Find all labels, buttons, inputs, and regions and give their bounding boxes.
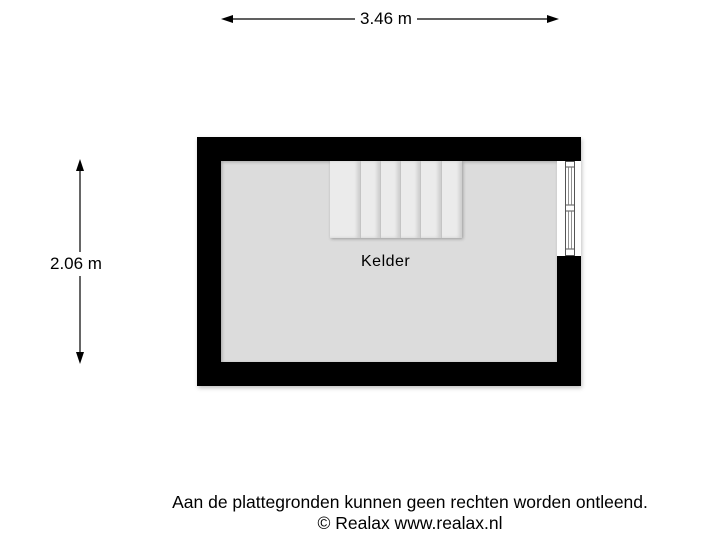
stair-tread: [401, 161, 421, 238]
stair-tread: [442, 161, 462, 238]
width-dimension-label: 3.46 m: [355, 9, 417, 29]
copyright-text: © Realax www.realax.nl: [317, 513, 503, 533]
stair-tread: [381, 161, 401, 238]
stair-tread: [421, 161, 442, 238]
stair-tread: [361, 161, 381, 238]
room-label-kelder: Kelder: [361, 253, 411, 270]
height-dimension-label: 2.06 m: [47, 252, 105, 276]
stair-tread: [330, 161, 361, 238]
disclaimer-text: Aan de plattegronden kunnen geen rechten…: [172, 492, 648, 512]
stairs: [330, 161, 462, 238]
window-icon: [565, 161, 575, 256]
